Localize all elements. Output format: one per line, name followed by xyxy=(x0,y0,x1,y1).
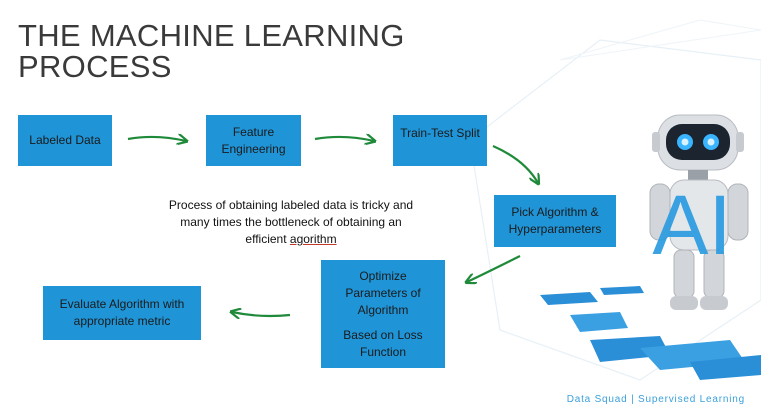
labeled-data-note-underlined: agorithm xyxy=(289,232,337,246)
step-optimize-sublabel: Based on Loss Function xyxy=(343,327,423,359)
page-title: THE MACHINE LEARNING PROCESS xyxy=(18,18,405,84)
step-labeled-data-label: Labeled Data xyxy=(29,133,101,147)
footer-caption: Data Squad | Supervised Learning xyxy=(566,394,745,405)
step-labeled-data: Labeled Data xyxy=(18,115,112,166)
step-pick-algorithm-label: Pick Algorithm & Hyperparameters xyxy=(508,205,602,236)
step-pick-algorithm: Pick Algorithm & Hyperparameters xyxy=(494,195,616,247)
step-evaluate-algorithm: Evaluate Algorithm with appropriate metr… xyxy=(43,286,201,340)
step-feature-engineering: Feature Engineering xyxy=(206,115,301,166)
robot-ai-badge: AI xyxy=(652,178,731,272)
step-train-test-split-label: Train-Test Split xyxy=(400,126,480,140)
step-optimize-label: Optimize Parameters of Algorithm xyxy=(345,268,421,317)
step-optimize-parameters: Optimize Parameters of Algorithm Based o… xyxy=(321,260,445,368)
labeled-data-note-text: Process of obtaining labeled data is tri… xyxy=(168,198,414,246)
step-evaluate-label: Evaluate Algorithm with appropriate metr… xyxy=(59,297,185,328)
step-feature-engineering-label: Feature Engineering xyxy=(221,124,286,156)
labeled-data-note: Process of obtaining labeled data is tri… xyxy=(160,197,422,248)
robot-illustration: AI xyxy=(540,114,761,380)
step-train-test-split: Train-Test Split xyxy=(393,115,487,166)
